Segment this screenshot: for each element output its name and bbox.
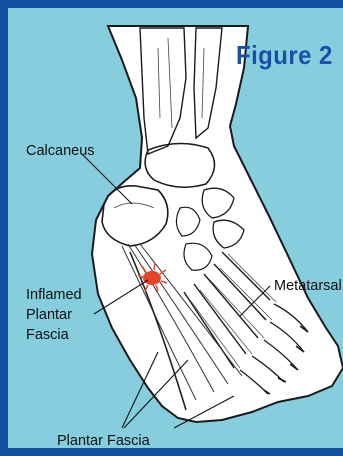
figure-title: Figure 2 bbox=[236, 40, 333, 71]
label-inflamed-line-2: Plantar bbox=[26, 305, 106, 325]
label-inflamed-line-1: Inflamed bbox=[26, 285, 106, 305]
label-inflamed-line-3: Fascia bbox=[26, 325, 106, 345]
label-plantar-fascia: Plantar Fascia bbox=[57, 431, 150, 448]
label-metatarsal: Metatarsal bbox=[274, 276, 342, 296]
foot-outline bbox=[92, 26, 343, 422]
foot-illustration bbox=[8, 8, 343, 448]
label-inflamed-plantar-fascia: Inflamed Plantar Fascia bbox=[26, 285, 106, 345]
figure-panel: Figure 2 Calcaneus Metatarsal Inflamed P… bbox=[8, 8, 343, 448]
label-calcaneus: Calcaneus bbox=[26, 141, 95, 161]
